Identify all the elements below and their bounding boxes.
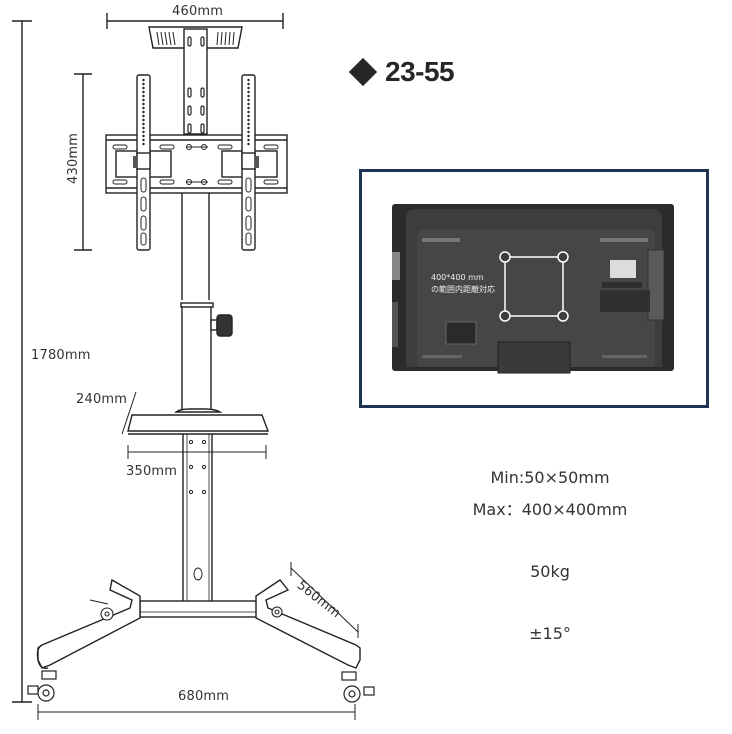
caster-rear-left (89, 599, 114, 621)
total-height-label: 1780mm (31, 348, 91, 363)
mount-height-dimension-line (74, 73, 92, 251)
tv-back-image (392, 204, 674, 374)
vesa-min-spec: Min:50×50mm (490, 468, 610, 487)
diamond-icon (348, 57, 378, 87)
shelf-width-dimension-line (127, 445, 267, 459)
model-size-heading: 23-55 (348, 56, 455, 88)
base-depth-dimension-line (290, 562, 359, 638)
caster-front-left (27, 670, 57, 702)
size-range-text: 23-55 (385, 56, 455, 87)
tilt-spec: ±15° (529, 624, 571, 643)
vesa-annotation-line1: 400*400 mm (431, 273, 484, 282)
base-width-label: 680mm (178, 689, 230, 704)
mount-width-label: 460mm (172, 4, 224, 19)
mount-width-dimension-line (106, 13, 284, 29)
shelf-width-label: 350mm (126, 464, 178, 479)
mount-height-label: 430mm (66, 132, 81, 184)
max-load-spec: 50kg (530, 562, 570, 581)
vesa-annotation-line2: の範囲内距離対応 (431, 285, 495, 294)
caster-front-right (341, 671, 375, 703)
total-height-dimension-line (12, 20, 32, 703)
tv-back-image-frame: 400*400 mm の範囲内距離対応 (359, 169, 709, 408)
vesa-max-spec: Max：400×400mm (472, 500, 628, 519)
caster-rear-right (271, 606, 283, 618)
base-width-dimension-line (37, 704, 356, 720)
shelf-depth-label: 240mm (76, 392, 128, 407)
